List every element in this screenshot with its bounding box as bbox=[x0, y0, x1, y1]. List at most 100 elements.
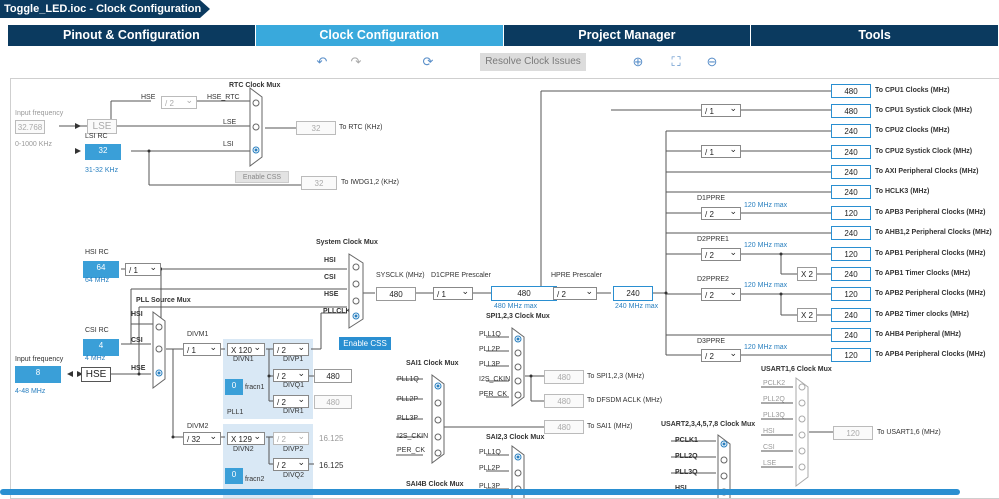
hpre-label: HPRE Prescaler bbox=[551, 272, 602, 279]
d2ppre1-select[interactable]: / 2 bbox=[701, 246, 741, 261]
divq1-select[interactable]: / 2 bbox=[273, 367, 309, 382]
cpu1-systick-divider[interactable]: / 1 bbox=[701, 102, 741, 117]
sai1-input-pll3p: PLL3P bbox=[397, 415, 419, 422]
sai1-clock-mux[interactable] bbox=[431, 374, 445, 464]
d2ppre2-select[interactable]: / 2 bbox=[701, 286, 741, 301]
d1cpre-label: D1CPRE Prescaler bbox=[431, 272, 491, 279]
sai1-output-label: To SAI1 (MHz) bbox=[587, 423, 633, 430]
sai1-input-pll2p: PLL2P bbox=[397, 396, 419, 403]
tab-tools[interactable]: Tools bbox=[751, 25, 999, 46]
cpu2-clocks-label: To CPU2 Clocks (MHz) bbox=[875, 127, 950, 134]
sai1-input-per-ck: PER_CK bbox=[397, 447, 426, 454]
tab-project-manager[interactable]: Project Manager bbox=[503, 25, 752, 46]
rtc-clock-mux[interactable] bbox=[249, 87, 263, 167]
lse-input-frequency[interactable]: 32.768 bbox=[15, 120, 45, 134]
apb3-clocks-value: 120 bbox=[831, 206, 871, 220]
clock-wires bbox=[59, 90, 833, 490]
hse-oscillator[interactable]: HSE bbox=[81, 367, 111, 382]
clock-tree-canvas: Input frequency 32.768 0-1000 KHz LSE LS… bbox=[10, 78, 999, 499]
rtc-lse-label: LSE bbox=[223, 119, 237, 126]
sys-enable-css-button[interactable]: Enable CSS bbox=[339, 337, 391, 350]
d3ppre-select[interactable]: / 2 bbox=[701, 347, 741, 362]
pll-source-mux-title: PLL Source Mux bbox=[136, 297, 191, 304]
fracn1-value[interactable]: 0 bbox=[225, 379, 243, 395]
usart16-mux-title: USART1,6 Clock Mux bbox=[761, 366, 832, 373]
hse-input-frequency[interactable]: 8 bbox=[15, 366, 61, 383]
apb2-timer-multiplier: X 2 bbox=[797, 308, 817, 322]
ahb12-clocks-label: To AHB1,2 Peripheral Clocks (MHz) bbox=[875, 229, 992, 236]
divp1-label: DIVP1 bbox=[283, 356, 304, 363]
divr1-select[interactable]: / 2 bbox=[273, 393, 309, 408]
pll-source-mux[interactable] bbox=[152, 311, 166, 389]
hsi-rc-label: HSI RC bbox=[85, 249, 109, 256]
horizontal-scrollbar[interactable] bbox=[0, 489, 960, 495]
fracn1-label: fracn1 bbox=[245, 384, 265, 391]
ahb12-clocks-value: 240 bbox=[831, 226, 871, 240]
d1ppre-select[interactable]: / 2 bbox=[701, 205, 741, 220]
d3ppre-max-label: 120 MHz max bbox=[744, 344, 788, 351]
system-clock-mux[interactable] bbox=[348, 253, 364, 329]
usart16-input-pclk2: PCLK2 bbox=[763, 380, 786, 387]
divq1-label: DIVQ1 bbox=[283, 382, 305, 389]
apb1-timer-value: 240 bbox=[831, 267, 871, 281]
rtc-output-label: To RTC (KHz) bbox=[339, 124, 383, 131]
zoom-in-icon[interactable]: ⊕ bbox=[632, 54, 644, 69]
divn2-select[interactable]: X 129 bbox=[227, 430, 265, 445]
resolve-clock-issues-button[interactable]: Resolve Clock Issues bbox=[480, 53, 586, 71]
cpu2-systick-divider[interactable]: / 1 bbox=[701, 143, 741, 158]
apb1-timer-multiplier: X 2 bbox=[797, 267, 817, 281]
lse-range-label: 0-1000 KHz bbox=[15, 141, 52, 148]
divr1-label: DIVR1 bbox=[283, 408, 304, 415]
hclk3-value: 240 bbox=[831, 185, 871, 199]
csi-rc-value: 4 bbox=[83, 339, 119, 356]
sai23-input-pll2p: PLL2P bbox=[479, 465, 501, 472]
hse-rtc-label: HSE_RTC bbox=[207, 94, 240, 101]
d1cpre-select[interactable]: / 1 bbox=[433, 285, 473, 300]
divn2-label: DIVN2 bbox=[233, 446, 254, 453]
spi-clock-mux[interactable] bbox=[511, 327, 525, 407]
fracn2-value[interactable]: 0 bbox=[225, 468, 243, 484]
spi-mux-title: SPI1,2,3 Clock Mux bbox=[486, 313, 550, 320]
zoom-out-icon[interactable]: ⊖ bbox=[706, 54, 718, 69]
hsi-divider-select[interactable]: / 1 bbox=[125, 261, 161, 276]
divm1-label: DIVM1 bbox=[187, 331, 209, 338]
rtc-hse-divider[interactable]: / 2 bbox=[161, 94, 197, 109]
csi-mhz-label: 4 MHz bbox=[85, 355, 106, 362]
breadcrumb-title[interactable]: Toggle_LED.ioc - Clock Configuration bbox=[0, 0, 210, 18]
usart2-input-pll2q: PLL2Q bbox=[675, 453, 698, 460]
rtc-enable-css-button[interactable]: Enable CSS bbox=[235, 171, 289, 183]
toolbar: ↶ ↷ ⟳ Resolve Clock Issues ⊕ ⛶ ⊖ bbox=[8, 48, 999, 76]
usart16-input-hsi: HSI bbox=[763, 428, 775, 435]
divn1-select[interactable]: X 120 bbox=[227, 341, 265, 356]
refresh-icon[interactable]: ⟳ bbox=[422, 54, 434, 69]
hsi-mhz-label: 64 MHz bbox=[85, 277, 110, 284]
hpre-select[interactable]: / 2 bbox=[553, 285, 597, 300]
ahb4-value: 240 bbox=[831, 328, 871, 342]
pll1-label: PLL1 bbox=[227, 409, 244, 416]
d2ppre1-max-label: 120 MHz max bbox=[744, 242, 788, 249]
spi-input-per-ck: PER_CK bbox=[479, 391, 508, 398]
fit-screen-icon[interactable]: ⛶ bbox=[671, 54, 681, 69]
divp2-select[interactable]: / 2 bbox=[273, 430, 309, 445]
divq2-select[interactable]: / 2 bbox=[273, 456, 309, 471]
usart2-clock-mux[interactable] bbox=[717, 434, 731, 498]
divm1-select[interactable]: / 1 bbox=[183, 341, 221, 356]
sys-hse-label: HSE bbox=[324, 291, 339, 298]
sai23-input-pll3p: PLL3P bbox=[479, 483, 501, 490]
divp1-select[interactable]: / 2 bbox=[273, 341, 309, 356]
pll-hsi-label: HSI bbox=[131, 311, 143, 318]
lse-oscillator[interactable]: LSE bbox=[87, 119, 117, 134]
sai1-output-value: 480 bbox=[544, 420, 584, 434]
tab-clock-configuration[interactable]: Clock Configuration bbox=[255, 25, 504, 46]
divq1-output-value: 480 bbox=[314, 369, 352, 383]
tab-pinout[interactable]: Pinout & Configuration bbox=[8, 25, 256, 46]
sai23-mux-title: SAI2,3 Clock Mux bbox=[486, 434, 545, 441]
hpre-max-label: 240 MHz max bbox=[615, 303, 659, 310]
divm2-select[interactable]: / 32 bbox=[183, 430, 221, 445]
sai4b-mux-title: SAI4B Clock Mux bbox=[406, 481, 464, 488]
usart16-clock-mux[interactable] bbox=[795, 377, 809, 487]
sai1-input-i2s-ckin: I2S_CKIN bbox=[397, 433, 429, 440]
undo-icon[interactable]: ↶ bbox=[316, 54, 328, 69]
sys-csi-label: CSI bbox=[324, 274, 336, 281]
redo-icon[interactable]: ↷ bbox=[350, 54, 362, 69]
